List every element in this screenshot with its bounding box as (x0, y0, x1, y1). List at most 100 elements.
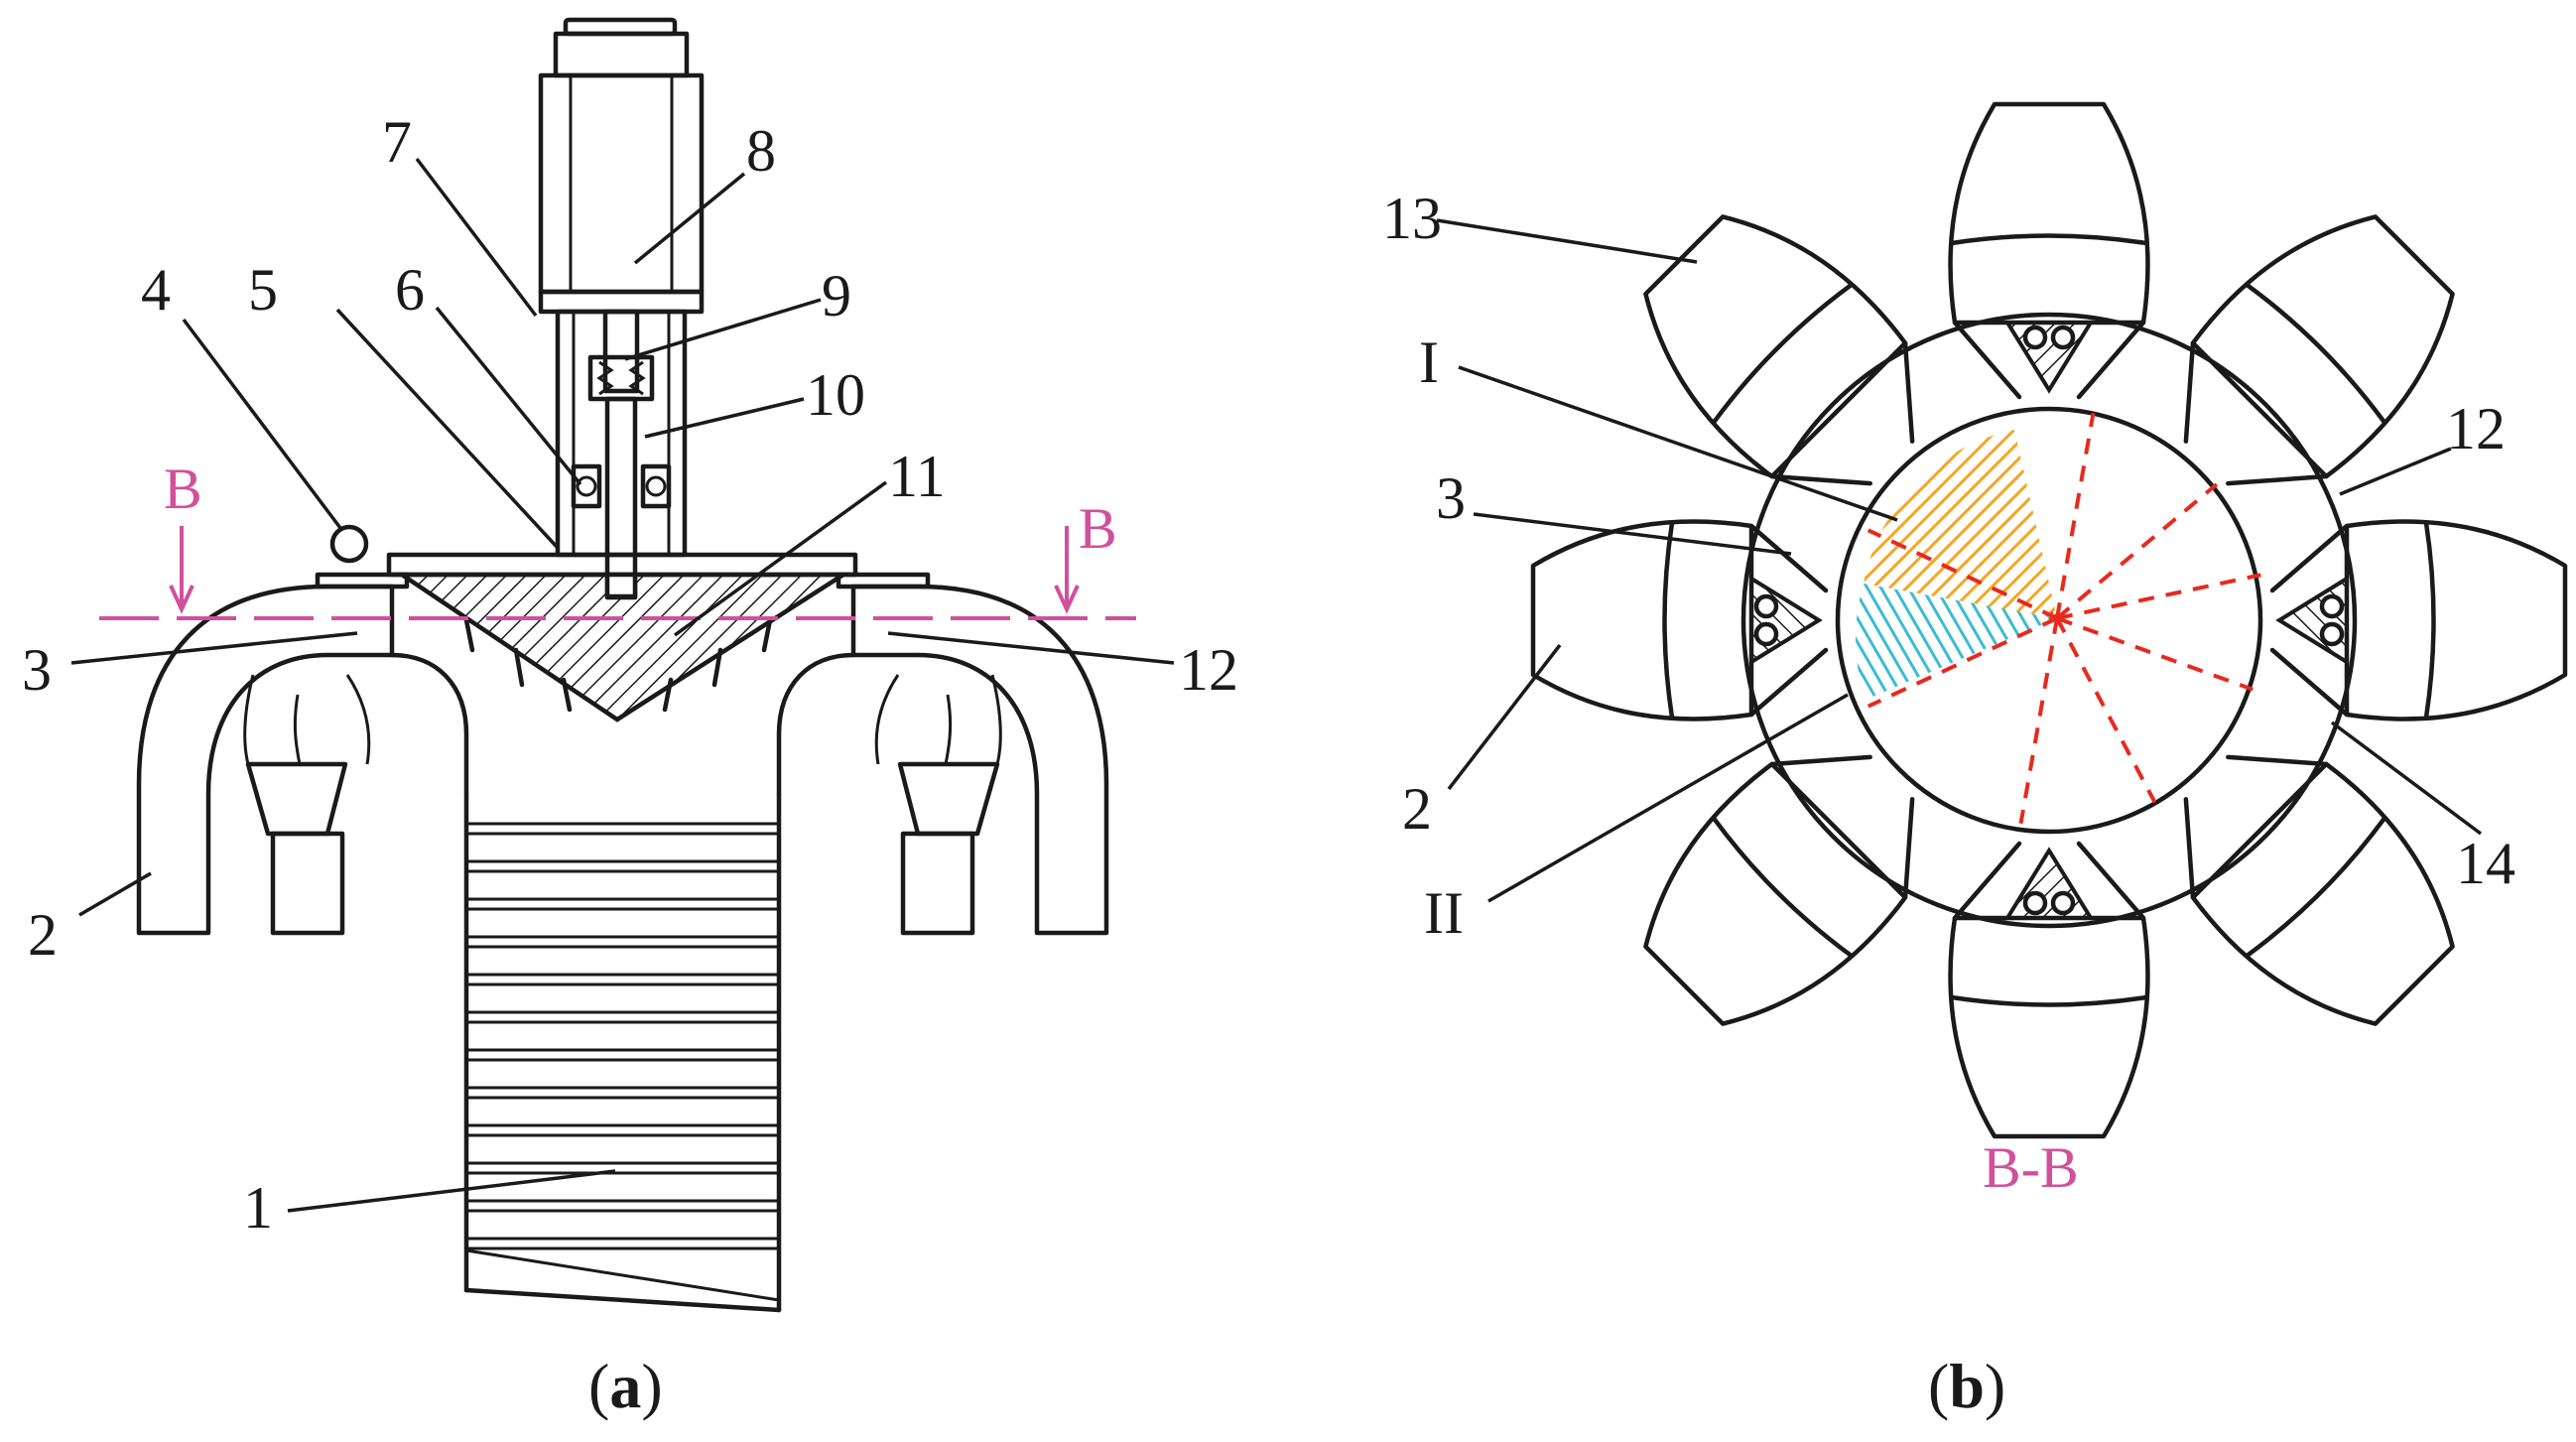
nozzle-edge (2226, 754, 2329, 767)
triangle-hatch (1749, 575, 1823, 666)
nozzle-edge (1952, 320, 2022, 400)
right-curved-duct (776, 584, 1109, 936)
caption-a: (a) (588, 1351, 663, 1421)
ball (2319, 621, 2345, 647)
ball (2050, 890, 2076, 916)
nozzle-edge (2269, 523, 2350, 593)
corrugated-pipe (463, 791, 782, 1313)
label-9: 9 (822, 263, 851, 328)
triangle-valve (2003, 321, 2095, 394)
nozzle-ring (1530, 101, 2568, 1139)
ball (2050, 325, 2076, 350)
nozzle-seam (1949, 233, 2149, 246)
triangle-hatch (2275, 575, 2349, 666)
ball (2022, 325, 2048, 350)
radial-dash (2055, 617, 2157, 804)
nozzle (2269, 519, 2568, 721)
nozzle-seam (1662, 520, 1675, 721)
nozzle (2183, 754, 2455, 1026)
caption-b: (b) (1928, 1351, 2005, 1421)
radial-dash (2056, 616, 2254, 692)
triangle-hatch (2003, 847, 2095, 920)
radial-dash (2055, 412, 2096, 619)
label-11: 11 (888, 444, 946, 509)
ball (1753, 621, 1779, 647)
nozzle-edge (2076, 841, 2146, 921)
nozzle-seam (1949, 994, 2149, 1007)
radial-dash (1867, 616, 2058, 709)
nozzle-edge (1769, 473, 1872, 486)
label-5: 5 (248, 257, 278, 323)
nozzle (1948, 841, 2150, 1139)
radial-dash (2056, 573, 2261, 620)
center-mark: * (2047, 605, 2057, 635)
nozzle-seam (2245, 816, 2387, 959)
label-2: 2 (28, 902, 58, 968)
nozzle-seam (1711, 282, 1854, 425)
zone-1-sector (1864, 430, 2057, 618)
nozzle-outline (1643, 761, 1908, 1026)
label-14: 14 (2456, 831, 2515, 896)
nozzle-outline (1643, 214, 1908, 479)
triangle-hatch (2003, 321, 2095, 394)
nozzle-seam (2245, 282, 2387, 425)
nozzle-edge (1769, 754, 1872, 767)
knob (329, 524, 369, 564)
panel-b-callouts (1436, 218, 2483, 903)
label-6: 6 (395, 257, 425, 323)
zone-2-sector (1855, 584, 2057, 700)
section-mark-left: B (164, 457, 202, 521)
label-zone-I: I (1419, 329, 1439, 395)
outer-ring (1740, 312, 2358, 929)
nozzle (1948, 101, 2150, 400)
label-3: 3 (22, 637, 52, 703)
label-13: 13 (1382, 186, 1442, 251)
section-line-bb (99, 526, 1136, 620)
panel-a-callouts (70, 157, 1175, 1213)
label-b-2: 2 (1402, 776, 1432, 842)
triangle-valve (1749, 575, 1823, 666)
nozzle-edge (1748, 523, 1829, 593)
nozzle-edge (2076, 320, 2146, 400)
nozzle-edge (2269, 647, 2350, 718)
nozzle-edge (1902, 797, 1915, 900)
nozzle (1643, 214, 1915, 486)
nozzle-seam (1711, 816, 1854, 959)
nozzle (1643, 754, 1915, 1026)
left-curved-duct (136, 584, 469, 936)
label-12: 12 (1179, 637, 1238, 703)
section-title-bb: B-B (1983, 1135, 2079, 1200)
panel-b-drawing: * (1530, 101, 2568, 1139)
nozzle-seam (2423, 520, 2436, 721)
label-b-12: 12 (2446, 396, 2506, 461)
nozzle-outline (2190, 214, 2455, 479)
label-4: 4 (141, 257, 171, 323)
triangle-valves (1749, 321, 2349, 920)
panel-a-drawing (99, 17, 1136, 1313)
nozzle-outline (1948, 915, 2150, 1139)
radial-dash (2055, 482, 2219, 620)
radial-dash-lines (1867, 412, 2261, 825)
nozzle-edge (1902, 340, 1915, 444)
inner-ring (1835, 406, 2263, 835)
nozzle-edge (2226, 473, 2329, 486)
nozzle-outline (1948, 101, 2150, 326)
label-b-3: 3 (1436, 465, 1466, 531)
label-7: 7 (382, 109, 412, 175)
nozzle-outline (1530, 519, 1754, 721)
nozzle-edge (1952, 841, 2022, 921)
label-8: 8 (746, 118, 776, 184)
label-10: 10 (806, 362, 865, 428)
triangle-valve (2275, 575, 2349, 666)
cone-impeller (394, 572, 851, 722)
motor (538, 17, 705, 315)
ball (1753, 593, 1779, 619)
label-zone-II: II (1424, 880, 1464, 946)
ball (2319, 593, 2345, 619)
nozzle (1530, 519, 1829, 721)
nozzle-edge (1748, 647, 1829, 718)
radial-dash (1867, 528, 2058, 620)
radial-dash (2018, 617, 2059, 825)
nozzle-edge (2183, 797, 2196, 900)
